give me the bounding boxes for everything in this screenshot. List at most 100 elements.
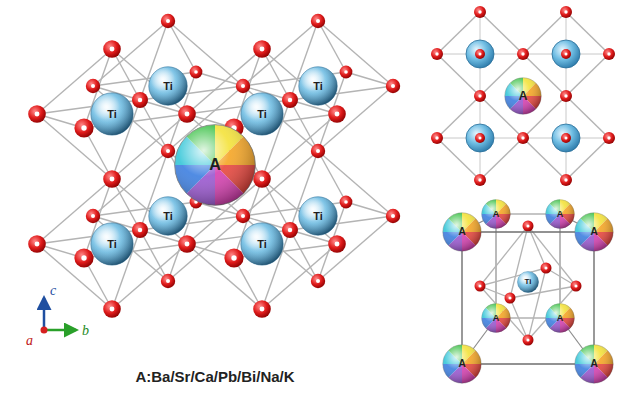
atom-label: A xyxy=(557,210,564,219)
a-site-sphere xyxy=(505,78,541,114)
oxygen-core xyxy=(544,266,547,269)
oxygen-core xyxy=(478,94,481,97)
oxygen-atom xyxy=(161,14,175,28)
oxygen-core xyxy=(479,53,482,56)
oxygen-atom xyxy=(560,6,572,18)
octahedron-bonds xyxy=(37,21,393,309)
oxygen-atom xyxy=(475,133,485,143)
oxygen-atom xyxy=(474,174,486,186)
oxygen-atom xyxy=(505,293,516,304)
atom-label: Ti xyxy=(525,278,532,286)
oxygen-atom xyxy=(517,132,529,144)
oxygen-core xyxy=(91,84,95,88)
oxygen-core xyxy=(526,338,529,341)
atom-label: A xyxy=(493,210,500,219)
axis-label: a xyxy=(26,334,33,348)
oxygen-atom xyxy=(103,170,121,188)
a-site-sphere xyxy=(575,345,613,383)
atom-label: A xyxy=(590,227,597,237)
titanium-atom: Ti xyxy=(90,92,134,136)
oxygen-core xyxy=(166,19,170,23)
oxygen-core xyxy=(564,10,567,13)
oxygen-core xyxy=(288,228,292,232)
atom-label: A xyxy=(209,157,221,173)
axis-label: b xyxy=(82,324,89,338)
oxygen-core xyxy=(565,53,568,56)
atom-label: Ti xyxy=(163,81,173,92)
oxygen-core xyxy=(288,98,292,102)
titanium-atom: Ti xyxy=(517,271,539,293)
oxygen-atom xyxy=(178,235,196,253)
oxygen-atom xyxy=(474,90,486,102)
oxygen-core xyxy=(166,279,170,283)
oxygen-core xyxy=(241,214,245,218)
oxygen-core xyxy=(478,284,481,287)
sphere-rim xyxy=(482,200,511,229)
oxygen-core xyxy=(91,214,95,218)
oxygen-atom xyxy=(603,132,615,144)
sphere-shade xyxy=(546,304,575,333)
atom-label: A xyxy=(458,359,465,369)
a-site-atom: A xyxy=(481,199,511,229)
oxygen-atom xyxy=(178,105,196,123)
titanium-sphere xyxy=(241,93,283,135)
sphere-shade xyxy=(482,200,511,229)
oxygen-atom xyxy=(253,300,271,318)
unit-cell xyxy=(462,214,594,364)
a-site-atom: A xyxy=(545,303,575,333)
atom-label: A xyxy=(493,314,500,323)
a-site-sphere xyxy=(575,213,613,251)
cell-edge xyxy=(461,232,462,364)
oxygen-core xyxy=(316,149,320,153)
titanium-atom: Ti xyxy=(148,66,188,106)
bond-line xyxy=(168,21,196,72)
axis-triad xyxy=(41,298,77,334)
titanium-sphere xyxy=(517,271,538,292)
sphere-shade xyxy=(241,223,283,265)
oxygen-atom xyxy=(253,170,271,188)
oxygen-core xyxy=(391,84,395,88)
axis-label: c xyxy=(50,284,56,298)
oxygen-atom xyxy=(386,209,400,223)
a-site-atom: A xyxy=(173,123,257,207)
oxygen-atom xyxy=(132,92,148,108)
atom-label: A xyxy=(590,359,597,369)
sphere-shade xyxy=(299,67,337,105)
oxygen-core xyxy=(479,137,482,140)
oxygen-atom xyxy=(560,90,572,102)
oxygen-core xyxy=(478,178,481,181)
oxygen-atom xyxy=(161,144,175,158)
sphere-rim xyxy=(443,345,481,383)
titanium-atom: Ti xyxy=(90,222,134,266)
titanium-atom: Ti xyxy=(240,92,284,136)
oxygen-core xyxy=(166,149,170,153)
a-site-sphere xyxy=(443,345,481,383)
oxygen-core xyxy=(81,255,86,260)
oxygen-atom xyxy=(311,144,325,158)
sphere-shade xyxy=(505,78,541,114)
sphere-rim xyxy=(505,78,541,114)
a-site-sphere xyxy=(546,304,575,333)
oxygen-atom xyxy=(571,281,582,292)
oxygen-core xyxy=(435,136,438,139)
oxygen-core xyxy=(335,242,340,247)
oxygen-core xyxy=(335,112,340,117)
oxygen-atom xyxy=(603,48,615,60)
oxygen-atom xyxy=(132,222,148,238)
oxygen-atom xyxy=(560,174,572,186)
oxygen-core xyxy=(35,112,40,117)
cell-edge xyxy=(510,298,528,340)
a-site-atom: A xyxy=(574,212,614,252)
a-site-atom: A xyxy=(545,199,575,229)
c-axis xyxy=(43,298,46,330)
titanium-sphere xyxy=(91,223,133,265)
sphere-shade xyxy=(149,67,187,105)
sphere-shade xyxy=(443,345,481,383)
atom-label: Ti xyxy=(313,81,323,92)
sphere-shade xyxy=(241,93,283,135)
sphere-rim xyxy=(575,213,613,251)
oxygen-atom xyxy=(523,221,534,232)
oxygen-atom xyxy=(474,6,486,18)
oxygen-core xyxy=(344,200,348,204)
atom-label: Ti xyxy=(107,239,117,250)
